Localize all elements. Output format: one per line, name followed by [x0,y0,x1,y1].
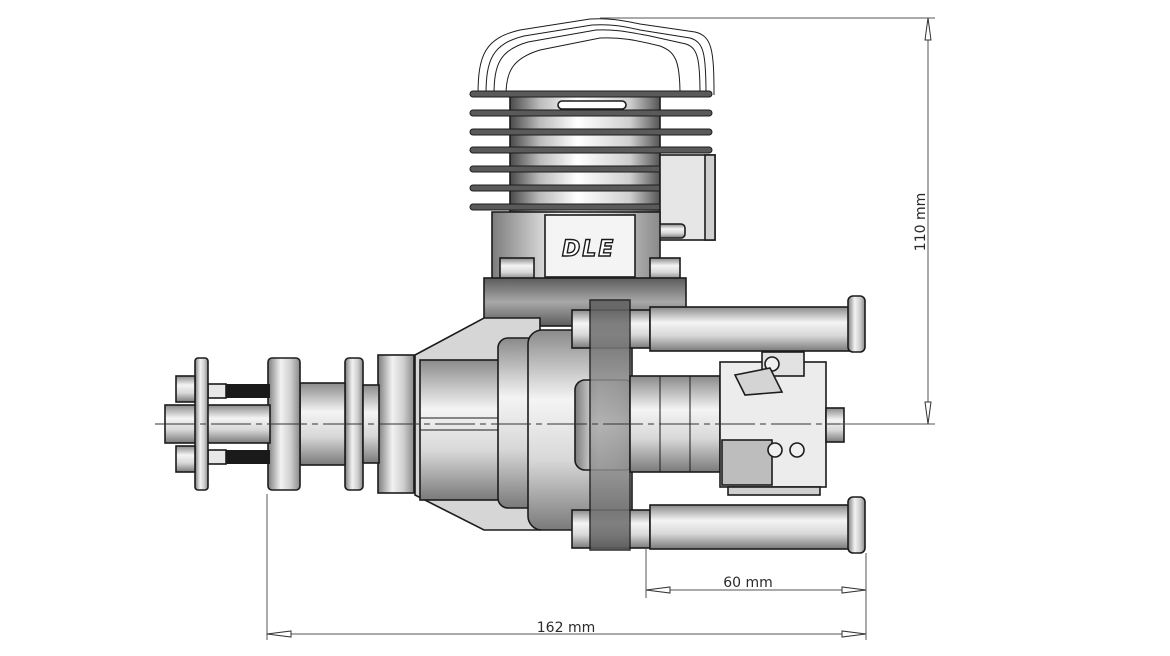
cylinder-base: DLE [491,211,681,281]
cylinder-cover [477,18,715,96]
dimension-overall-length: 162 mm [266,494,867,640]
height-dimension-label: 110 mm [913,193,929,251]
spark-plug-bracket [654,154,716,241]
brand-logo: DLE [562,237,615,262]
overall-length-dimension-label: 162 mm [537,620,595,636]
dimension-mount-depth: 60 mm [645,548,867,640]
mount-depth-dimension-label: 60 mm [723,575,773,591]
cooling-fins [469,90,713,216]
mount-posts [571,295,866,554]
dimension-height: 110 mm [600,17,935,425]
